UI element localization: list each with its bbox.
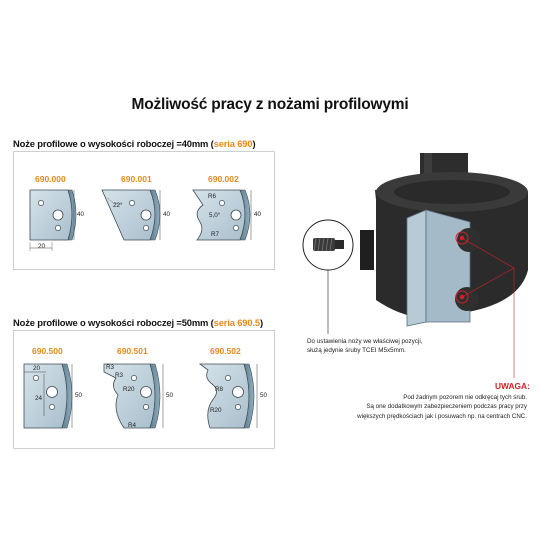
dim-label: R6 [208, 193, 217, 200]
section-40-heading: Noże profilowe o wysokości roboczej =40m… [13, 138, 256, 149]
dim-label: R20 [123, 386, 135, 393]
warning-title: UWAGA: [495, 381, 530, 391]
code-690000: 690.000 [35, 174, 66, 184]
dim-label: 40 [254, 211, 262, 218]
screw-inset [302, 219, 354, 334]
code-690001: 690.001 [121, 174, 152, 184]
dim-label: 5,0° [209, 212, 221, 219]
series-690-label: seria 690 [213, 138, 253, 149]
code-690002: 690.002 [208, 174, 239, 184]
dim-label: R3 [115, 372, 124, 379]
knife-690502 [198, 363, 258, 429]
page-title: Możliwość pracy z nożami profilowymi [131, 96, 409, 113]
series-6905-label: seria 690.5 [213, 317, 260, 328]
dim-label: 22° [113, 202, 123, 209]
dim-label: R4 [128, 422, 137, 429]
dim-label: 24 [35, 395, 43, 402]
dim-label: 50 [166, 392, 174, 399]
knife-690002 [192, 189, 252, 241]
screw-note: Do ustawienia noży we właściwej pozycji,… [307, 338, 423, 354]
code-690500: 690.500 [32, 346, 63, 356]
dim-label: 50 [75, 392, 83, 399]
dim-label: 20 [33, 365, 41, 372]
dim-label: 50 [260, 392, 268, 399]
section-50-heading: Noże profilowe o wysokości roboczej =50m… [13, 317, 263, 328]
dim-label: R3 [106, 364, 115, 371]
knife-690001 [101, 189, 161, 241]
dim-label: 20 [38, 243, 46, 250]
code-690501: 690.501 [117, 346, 148, 356]
dim-label: R7 [211, 231, 220, 238]
knife-690501 [103, 363, 164, 429]
warning-text: Pod żadnym pozorem nie odkręcaj tych śru… [357, 394, 527, 420]
code-690502: 690.502 [210, 346, 241, 356]
knife-690500 [23, 363, 73, 429]
knife-690000 [29, 189, 77, 251]
dim-label: 40 [163, 211, 171, 218]
cutter-head-illustration [360, 153, 528, 378]
dim-label: 40 [77, 211, 85, 218]
dim-label: R8 [215, 386, 224, 393]
dim-label: R20 [210, 407, 222, 414]
